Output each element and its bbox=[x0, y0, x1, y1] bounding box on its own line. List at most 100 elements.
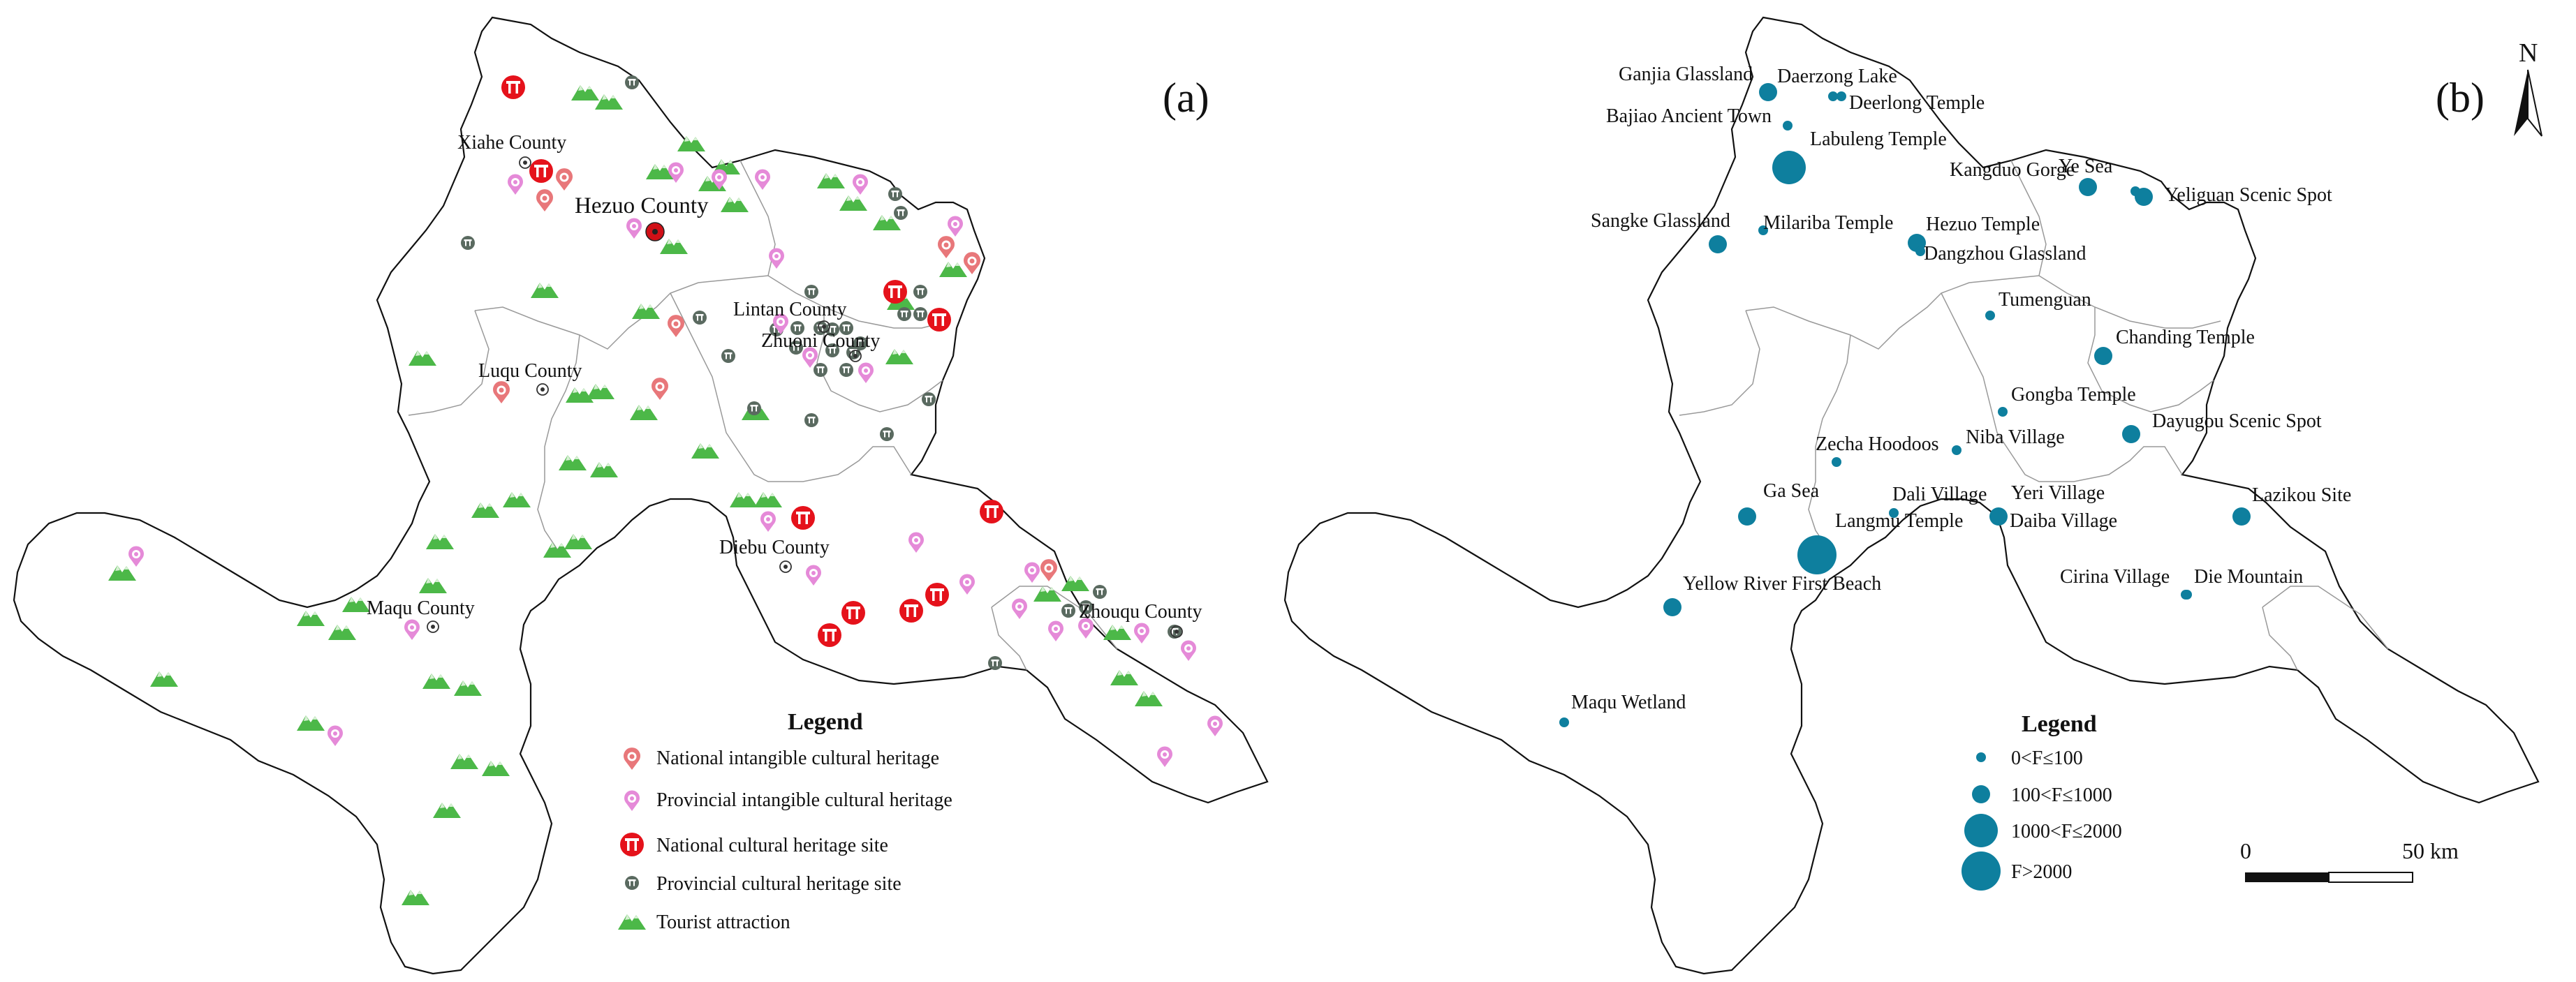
attraction-label: Milariba Temple bbox=[1763, 212, 1893, 234]
legend-item-label: National cultural heritage site bbox=[656, 835, 888, 856]
attraction-label: Langmu Temple bbox=[1835, 510, 1963, 532]
legend-item-label: Provincial intangible cultural heritage bbox=[656, 789, 952, 811]
panel-a-map: Xiahe County Hezuo County Luqu County Li… bbox=[13, 16, 1269, 975]
panel-b-map: Ganjia Glassland Daerzong Lake Deerlong … bbox=[1283, 16, 2542, 975]
legend-item-label: National intangible cultural heritage bbox=[656, 747, 939, 769]
legend-provincial-ich-icon bbox=[624, 790, 640, 811]
county-label: Diebu County bbox=[719, 537, 830, 558]
attraction-point bbox=[2232, 507, 2251, 526]
county-boundaries-a bbox=[408, 160, 1118, 671]
attraction-label: Zecha Hoodoos bbox=[1816, 433, 1939, 455]
attraction-label: Daerzong Lake bbox=[1777, 66, 1897, 87]
attraction-points-b bbox=[1559, 83, 2251, 727]
county-label: Lintan County bbox=[733, 299, 847, 320]
legend-size-symbol bbox=[1972, 785, 1990, 803]
legend-item-label: 1000<F≤2000 bbox=[2011, 821, 2122, 842]
prefecture-boundary-a bbox=[13, 16, 1269, 975]
panel-b-label: (b) bbox=[2436, 75, 2485, 121]
attraction-point bbox=[1759, 83, 1777, 101]
legend-item-label: Provincial cultural heritage site bbox=[656, 873, 901, 895]
county-label: Luqu County bbox=[478, 360, 582, 382]
north-label: N bbox=[2519, 38, 2538, 68]
legend-size-symbol bbox=[1964, 814, 1998, 847]
legend-size-symbol bbox=[1962, 851, 2001, 891]
county-label: Xiahe County bbox=[457, 132, 566, 154]
attraction-label: Yeri Village bbox=[2011, 482, 2105, 504]
attraction-point bbox=[1772, 151, 1806, 184]
attraction-label: Labuleng Temple bbox=[1810, 128, 1947, 150]
attraction-point bbox=[1709, 235, 1727, 253]
north-arrow: N bbox=[2514, 38, 2542, 137]
attraction-point bbox=[2094, 347, 2112, 365]
legend-provincial-site-icon bbox=[625, 876, 639, 890]
attraction-label: Bajiao Ancient Town bbox=[1606, 105, 1772, 127]
attraction-label: Dali Village bbox=[1892, 484, 1987, 505]
attraction-label: Niba Village bbox=[1966, 426, 2065, 448]
attraction-point bbox=[1989, 507, 2008, 526]
county-label: Maqu County bbox=[367, 597, 475, 619]
legend-national-ich-icon bbox=[624, 747, 640, 770]
legend-title: Legend bbox=[2022, 711, 2097, 737]
attraction-point bbox=[1758, 225, 1768, 235]
attraction-label: Die Mountain bbox=[2194, 566, 2303, 588]
prefecture-boundary-b bbox=[1283, 16, 2540, 975]
scale-bar: 0 50 km bbox=[2240, 838, 2459, 883]
attraction-point bbox=[1832, 457, 1841, 467]
attraction-label: Kangduo Gorge bbox=[1950, 159, 2075, 181]
attraction-point bbox=[1889, 508, 1899, 518]
legend-national-site-icon bbox=[620, 833, 644, 856]
attraction-label: Gongba Temple bbox=[2011, 384, 2136, 406]
attraction-point bbox=[1783, 121, 1793, 131]
attraction-label: Daiba Village bbox=[2010, 510, 2117, 532]
attraction-point bbox=[1559, 717, 1569, 727]
attraction-point bbox=[1738, 507, 1756, 526]
attraction-label: Yellow River First Beach bbox=[1683, 573, 1881, 595]
attraction-point bbox=[2122, 425, 2140, 443]
scale-start-label: 0 bbox=[2240, 838, 2251, 863]
attraction-point bbox=[1952, 445, 1962, 455]
county-label: Zhouqu County bbox=[1079, 601, 1202, 623]
legend-size-symbol bbox=[1976, 752, 1986, 762]
attraction-point bbox=[1797, 535, 1837, 574]
attraction-point bbox=[1663, 598, 1681, 616]
attraction-label: Yeliguan Scenic Spot bbox=[2165, 184, 2332, 206]
county-labels-a: Xiahe County Hezuo County Luqu County Li… bbox=[367, 132, 1202, 623]
attraction-label: Maqu Wetland bbox=[1571, 692, 1686, 713]
attraction-label: Chanding Temple bbox=[2116, 327, 2255, 348]
county-label: Hezuo County bbox=[575, 193, 709, 218]
attraction-label: Ga Sea bbox=[1763, 480, 1820, 502]
attraction-point bbox=[2181, 590, 2191, 600]
attraction-labels-b: Ganjia Glassland Daerzong Lake Deerlong … bbox=[1571, 64, 2351, 713]
attraction-label: Cirina Village bbox=[2060, 566, 2170, 588]
legend-mountain-icon bbox=[618, 914, 646, 930]
attraction-label: Dayugou Scenic Spot bbox=[2152, 410, 2322, 432]
attraction-point bbox=[1915, 246, 1925, 256]
attraction-point bbox=[1998, 407, 2008, 417]
attraction-label: Hezuo Temple bbox=[1926, 214, 2040, 235]
attraction-label: Ganjia Glassland bbox=[1619, 64, 1753, 85]
legend-item-label: Tourist attraction bbox=[656, 912, 790, 933]
attraction-label: Deerlong Temple bbox=[1849, 92, 1985, 114]
scale-end-label: 50 km bbox=[2402, 838, 2459, 863]
county-boundaries-b bbox=[1679, 160, 2389, 671]
attraction-point bbox=[1985, 311, 1995, 320]
legend-item-label: F>2000 bbox=[2011, 861, 2072, 883]
legend-b: Legend 0<F≤100 100<F≤1000 1000<F≤2000 F>… bbox=[1962, 711, 2122, 891]
attraction-label: Ye Sea bbox=[2059, 156, 2113, 177]
legend-b-symbols bbox=[1962, 752, 2001, 891]
legend-item-label: 0<F≤100 bbox=[2011, 747, 2083, 769]
county-label: Zhuoni County bbox=[761, 330, 880, 352]
attraction-point bbox=[2135, 188, 2153, 206]
attraction-point bbox=[2079, 178, 2097, 196]
attraction-point bbox=[1828, 91, 1838, 101]
attraction-label: Dangzhou Glassland bbox=[1924, 243, 2086, 265]
panel-a-label: (a) bbox=[1163, 75, 1209, 121]
attraction-label: Tumenguan bbox=[1999, 289, 2091, 311]
attraction-label: Sangke Glassland bbox=[1591, 210, 1730, 232]
legend-title: Legend bbox=[788, 709, 863, 735]
legend-item-label: 100<F≤1000 bbox=[2011, 784, 2112, 806]
county-seats-a bbox=[427, 156, 1183, 638]
attraction-point bbox=[1837, 91, 1846, 101]
legend-a: Legend National intangible cultural heri… bbox=[618, 709, 952, 933]
